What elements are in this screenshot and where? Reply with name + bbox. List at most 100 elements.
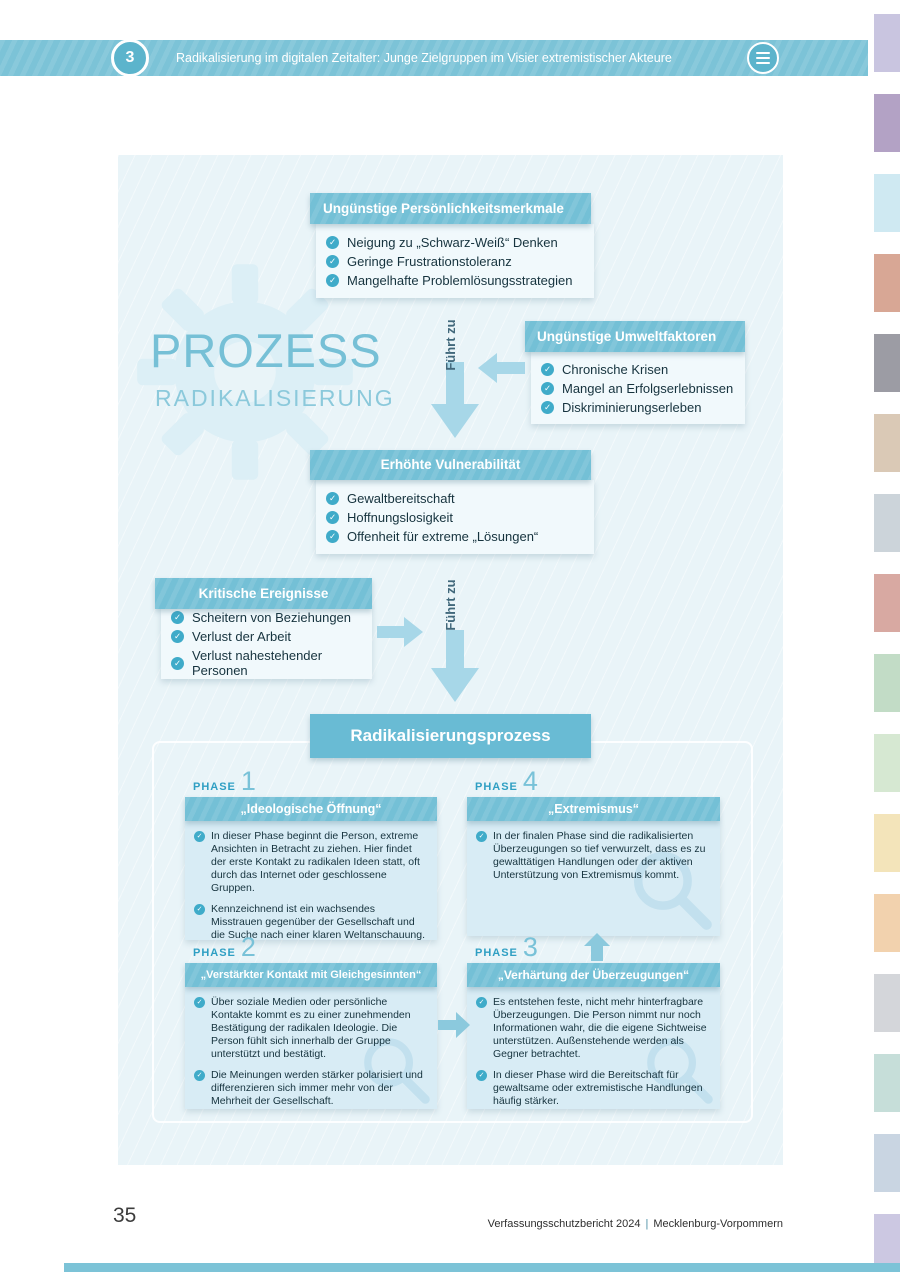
- box-environment-body: ✓ Chronische Krisen ✓ Mangel an Erfolgse…: [531, 352, 745, 424]
- phase-item-text: Über soziale Medien oder persönliche Kon…: [211, 996, 411, 1060]
- list-item: ✓ Hoffnungslosigkeit: [326, 510, 584, 525]
- side-tab-strip: [874, 974, 900, 1032]
- phase-item-text: Kennzeichnend ist ein wachsendes Misstra…: [211, 903, 426, 940]
- arrow-up-icon: [584, 933, 610, 961]
- phase-4-body: ✓ In der finalen Phase sind die radikali…: [467, 821, 720, 936]
- chapter-title: Radikalisierung im digitalen Zeitalter: …: [176, 51, 672, 65]
- check-icon: ✓: [171, 611, 184, 624]
- list-item: ✓ Geringe Frustrationstoleranz: [326, 254, 584, 269]
- side-tab-strip: [874, 174, 900, 232]
- box-events-header: Kritische Ereignisse: [155, 578, 372, 609]
- phase-word: PHASE: [193, 781, 236, 793]
- box-vulnerability-body: ✓ Gewaltbereitschaft ✓ Hoffnungslosigkei…: [316, 480, 594, 554]
- list-item-label: Scheitern von Beziehungen: [192, 610, 352, 625]
- arrow-down-icon: [431, 630, 479, 702]
- list-item-label: Hoffnungslosigkeit: [347, 509, 453, 525]
- footer-text: Verfassungsschutzbericht 2024 | Mecklenbur…: [380, 1218, 783, 1230]
- phase-1-header: „Ideologische Öffnung“: [185, 797, 437, 821]
- list-item-label: Verlust nahestehender Personen: [192, 648, 323, 678]
- radicalisation-title: RADIKALISIERUNG: [155, 385, 395, 411]
- list-item-label: Mangel an Erfolgserlebnissen: [562, 380, 734, 396]
- check-icon: ✓: [326, 510, 339, 524]
- side-tab-strip: [874, 574, 900, 632]
- arrow-right-icon: [377, 617, 423, 647]
- list-item: ✓ Gewaltbereitschaft: [326, 491, 584, 506]
- side-tab-strip: [874, 814, 900, 872]
- list-item: ✓ Diskriminierungserleben: [541, 400, 735, 415]
- list-item-label: Diskriminierungserleben: [562, 399, 702, 415]
- check-icon: ✓: [541, 362, 554, 376]
- list-item-label: Geringe Frustrationstoleranz: [347, 253, 512, 269]
- footer-report-title: Verfassungsschutzbericht 2024: [487, 1218, 641, 1230]
- phase-item: ✓ In dieser Phase wird die Bereitschaft …: [476, 1069, 710, 1108]
- list-item: ✓ Verlust der Arbeit: [171, 629, 362, 644]
- phase-item: ✓ Kennzeichnend ist ein wachsendes Misst…: [194, 903, 427, 940]
- list-item-label: Neigung zu „Schwarz-Weiß“ Denken: [347, 234, 558, 250]
- footer-separator: |: [645, 1218, 649, 1230]
- box-events-body: ✓ Scheitern von Beziehungen ✓ Verlust de…: [161, 609, 372, 679]
- hamburger-icon: [756, 51, 770, 54]
- magnifier-icon: [647, 1038, 713, 1104]
- hamburger-icon: [756, 62, 770, 65]
- phase-number: 1: [240, 766, 256, 796]
- menu-button[interactable]: [747, 42, 779, 74]
- phase-2-body: ✓ Über soziale Medien oder persönliche K…: [185, 987, 437, 1109]
- phase-item-text: In dieser Phase beginnt die Person, extr…: [211, 830, 420, 894]
- side-tab-strip: [874, 1214, 900, 1272]
- list-item-label: Verlust der Arbeit: [192, 629, 291, 644]
- phase-3-label: PHASE 3: [475, 932, 538, 962]
- magnifier-icon: [633, 851, 712, 930]
- side-tab-strip: [874, 254, 900, 312]
- list-item: ✓ Offenheit für extreme „Lösungen“: [326, 529, 584, 544]
- phase-item: ✓ Die Meinungen werden stärker polarisie…: [194, 1069, 427, 1108]
- list-item-label: Offenheit für extreme „Lösungen“: [347, 528, 539, 544]
- side-tab-strip: [874, 94, 900, 152]
- side-tab-strip: [874, 1134, 900, 1192]
- gear-icon: [137, 264, 353, 480]
- list-item-label: Gewaltbereitschaft: [347, 490, 455, 506]
- side-tab-strip: [874, 1054, 900, 1112]
- phase-word: PHASE: [475, 781, 518, 793]
- arrow-right-icon: [438, 1012, 470, 1038]
- side-tab-strip: [874, 414, 900, 472]
- phase-item: ✓ In dieser Phase beginnt die Person, ex…: [194, 830, 427, 895]
- check-icon: ✓: [326, 529, 339, 543]
- list-item-label: Chronische Krisen: [562, 361, 669, 377]
- arrow-left-icon: [478, 353, 525, 383]
- hamburger-icon: [756, 56, 770, 60]
- box-vulnerability-header: Erhöhte Vulnerabilität: [310, 450, 591, 480]
- process-section-header: Radikalisierungsprozess: [310, 714, 591, 758]
- list-item: ✓ Verlust nahestehender Personen: [171, 648, 362, 678]
- phase-4-header: „Extremismus“: [467, 797, 720, 821]
- check-icon: ✓: [194, 997, 205, 1008]
- side-tab-strip: [874, 494, 900, 552]
- phase-item: ✓ Über soziale Medien oder persönliche K…: [194, 996, 427, 1061]
- side-tab-strip: [874, 734, 900, 792]
- phase-number: 3: [522, 932, 538, 962]
- check-icon: ✓: [194, 1070, 205, 1081]
- check-icon: ✓: [326, 254, 339, 268]
- check-icon: ✓: [171, 656, 184, 670]
- side-tab-strip: [874, 894, 900, 952]
- side-tab-strip: [874, 654, 900, 712]
- footer-accent-bar: [64, 1263, 900, 1272]
- connector-label: Führt zu: [443, 579, 458, 631]
- check-icon: ✓: [326, 491, 339, 505]
- phase-2-header: „Verstärkter Kontakt mit Gleichgesinnten…: [185, 963, 437, 987]
- phase-item-text: Es entstehen feste, nicht mehr hinterfra…: [493, 996, 707, 1060]
- magnifier-icon: [364, 1038, 430, 1104]
- side-tab-strip: [874, 334, 900, 392]
- list-item: ✓ Mangelhafte Problemlösungsstrategien: [326, 273, 584, 288]
- side-tab-strip: [874, 14, 900, 72]
- list-item: ✓ Neigung zu „Schwarz-Weiß“ Denken: [326, 235, 584, 250]
- phase-1-label: PHASE 1: [193, 766, 256, 796]
- phase-3-body: ✓ Es entstehen feste, nicht mehr hinterf…: [467, 987, 720, 1109]
- list-item: ✓ Scheitern von Beziehungen: [171, 610, 362, 625]
- phase-number: 4: [522, 766, 538, 796]
- phase-word: PHASE: [475, 947, 518, 959]
- list-item-label: Mangelhafte Problemlösungsstrategien: [347, 272, 573, 288]
- footer-region: Mecklenburg-Vorpommern: [653, 1218, 783, 1230]
- check-icon: ✓: [541, 400, 554, 414]
- check-icon: ✓: [326, 235, 339, 249]
